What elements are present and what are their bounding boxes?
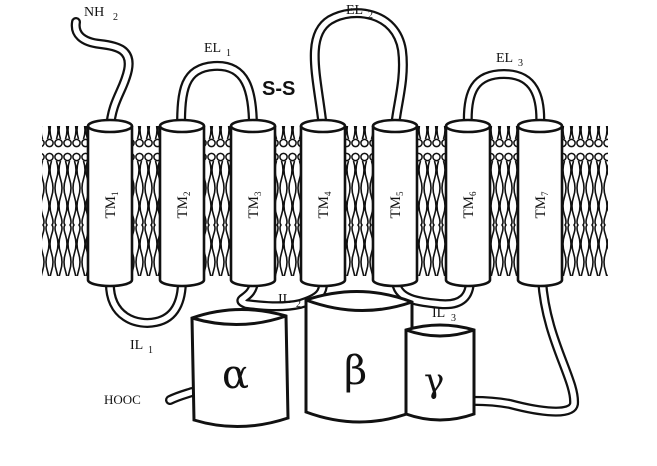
gamma-symbol: γ (424, 361, 444, 401)
svg-text:IL: IL (432, 306, 445, 321)
helix-label-tm7: TM7 (533, 191, 550, 219)
alpha-symbol: α (222, 352, 249, 398)
helix-label-tm4: TM4 (316, 191, 333, 219)
beta-symbol: β (344, 348, 367, 394)
svg-text:EL: EL (204, 41, 221, 56)
helix-label-tm5: TM5 (388, 191, 405, 219)
nh2-label: NH 2 (84, 5, 118, 23)
svg-text:NH: NH (84, 5, 104, 20)
el2-label: EL 2 (346, 3, 373, 21)
il3-label: IL 3 (432, 306, 456, 324)
svg-text:3: 3 (518, 58, 523, 69)
svg-text:2: 2 (296, 299, 301, 310)
disulfide-bond-label: S-S (262, 78, 295, 100)
helix-tm7: TM7 (516, 118, 564, 288)
svg-text:3: 3 (451, 313, 456, 324)
helix-label-tm6: TM6 (461, 191, 478, 219)
transmembrane-helices: TM1 TM2 TM3 TM4 TM5 TM6 TM7 (86, 118, 564, 288)
hooc-label: HOOC (104, 392, 141, 407)
svg-text:2: 2 (113, 12, 118, 23)
il1-label: IL 1 (130, 338, 153, 356)
beta-subunit (304, 289, 414, 424)
el3-label: EL 3 (496, 51, 523, 69)
alpha-subunit (190, 308, 290, 428)
helix-label-tm2: TM2 (175, 192, 192, 219)
helix-tm5: TM5 (371, 118, 419, 288)
svg-text:1: 1 (148, 345, 153, 356)
helix-tm1: TM1 (86, 118, 134, 288)
helix-label-tm3: TM3 (246, 191, 263, 219)
helix-label-tm1: TM1 (103, 192, 120, 219)
helix-tm4: TM4 (299, 118, 347, 288)
svg-text:EL: EL (496, 51, 513, 66)
el2-loop (309, 8, 408, 133)
svg-text:2: 2 (368, 10, 373, 21)
svg-text:EL: EL (346, 3, 363, 18)
svg-text:IL: IL (278, 292, 291, 307)
helix-tm6: TM6 (444, 118, 492, 288)
svg-text:1: 1 (226, 48, 231, 59)
il2-label: IL 2 (278, 292, 301, 310)
el1-label: EL 1 (204, 41, 231, 59)
svg-text:IL: IL (130, 338, 143, 353)
helix-tm2: TM2 (158, 118, 206, 288)
helix-tm3: TM3 (229, 118, 277, 288)
gamma-subunit (404, 323, 476, 422)
